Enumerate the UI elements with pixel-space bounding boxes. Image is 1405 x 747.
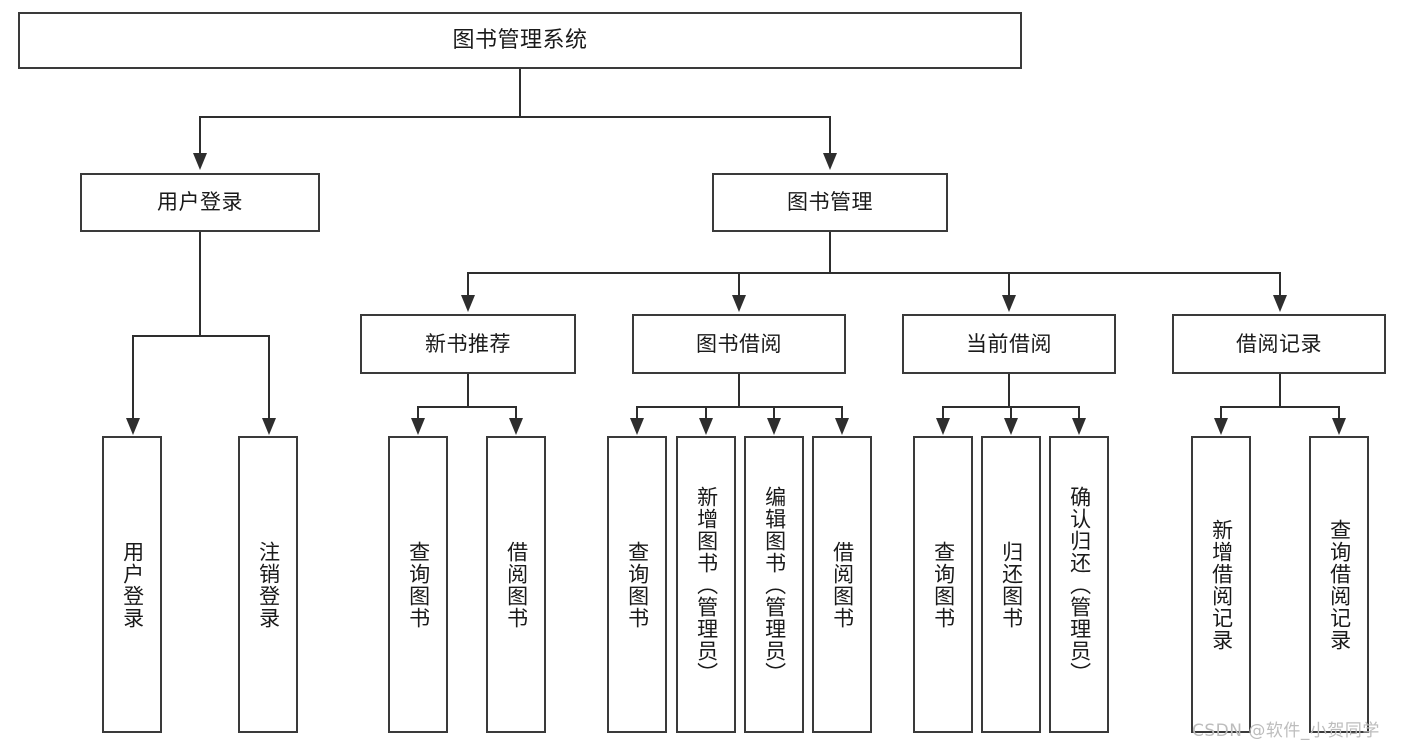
connector-book-manage-stem [829, 232, 831, 273]
connector-book-borrow-1 [636, 406, 638, 419]
node-label: 新书推荐 [425, 331, 511, 356]
connector-borrow-record-left [1220, 406, 1222, 419]
leaf-label: 新增图书（管理员） [694, 485, 719, 684]
arrow-to-new-book [461, 295, 475, 312]
node-label: 当前借阅 [966, 331, 1052, 356]
node-root-system[interactable]: 图书管理系统 [18, 12, 1022, 69]
leaf-label: 编辑图书（管理员） [762, 485, 787, 684]
leaf-new-book-1[interactable]: 查询图书 [388, 436, 448, 733]
arrow-new-book-leaf-2 [509, 418, 523, 435]
leaf-label: 借阅图书 [504, 540, 529, 629]
node-label: 图书借阅 [696, 331, 782, 356]
node-label: 借阅记录 [1236, 331, 1322, 356]
arrow-current-borrow-leaf-2 [1004, 418, 1018, 435]
connector-user-login-right [268, 335, 270, 418]
leaf-label: 用户登录 [120, 540, 145, 629]
connector-to-new-book [467, 272, 469, 296]
node-borrow-record[interactable]: 借阅记录 [1172, 314, 1386, 374]
arrow-book-borrow-leaf-1 [630, 418, 644, 435]
node-label: 用户登录 [157, 190, 243, 215]
connector-to-book-borrow [738, 272, 740, 296]
leaf-book-borrow-4[interactable]: 借阅图书 [812, 436, 872, 733]
connector-book-borrow-bar [636, 406, 843, 408]
leaf-current-borrow-1[interactable]: 查询图书 [913, 436, 973, 733]
node-book-management[interactable]: 图书管理 [712, 173, 948, 232]
leaf-label: 查询借阅记录 [1327, 518, 1352, 651]
connector-borrow-record-right [1338, 406, 1340, 419]
arrow-new-book-leaf-1 [411, 418, 425, 435]
arrow-to-book-borrow [732, 295, 746, 312]
connector-book-borrow-4 [841, 406, 843, 419]
leaf-user-login-1[interactable]: 用户登录 [102, 436, 162, 733]
connector-new-book-left [417, 406, 419, 419]
connector-current-borrow-stem [1008, 374, 1010, 407]
connector-current-borrow-3 [1078, 406, 1080, 419]
node-user-login[interactable]: 用户登录 [80, 173, 320, 232]
connector-user-login-bar [132, 335, 268, 337]
node-current-borrow[interactable]: 当前借阅 [902, 314, 1116, 374]
connector-new-book-right [515, 406, 517, 419]
arrow-to-current-borrow [1002, 295, 1016, 312]
arrow-to-user-login [193, 153, 207, 170]
arrow-borrow-record-leaf-2 [1332, 418, 1346, 435]
arrow-current-borrow-leaf-1 [936, 418, 950, 435]
connector-user-login-stem [199, 232, 201, 336]
leaf-label: 注销登录 [256, 540, 281, 629]
arrow-to-book-manage [823, 153, 837, 170]
arrow-current-borrow-leaf-3 [1072, 418, 1086, 435]
leaf-book-borrow-2[interactable]: 新增图书（管理员） [676, 436, 736, 733]
leaf-current-borrow-3[interactable]: 确认归还（管理员） [1049, 436, 1109, 733]
arrow-book-borrow-leaf-3 [767, 418, 781, 435]
arrow-user-login-leaf-2 [262, 418, 276, 435]
connector-book-borrow-stem [738, 374, 740, 407]
leaf-label: 归还图书 [999, 540, 1024, 629]
leaf-label: 查询图书 [625, 540, 650, 629]
arrow-book-borrow-leaf-2 [699, 418, 713, 435]
leaf-user-login-2[interactable]: 注销登录 [238, 436, 298, 733]
connector-new-book-bar [417, 406, 517, 408]
leaf-label: 查询图书 [931, 540, 956, 629]
connector-new-book-stem [467, 374, 469, 407]
connector-user-login-left [132, 335, 134, 418]
connector-root-bar [199, 116, 831, 118]
connector-borrow-record-stem [1279, 374, 1281, 407]
leaf-borrow-record-2[interactable]: 查询借阅记录 [1309, 436, 1369, 733]
leaf-book-borrow-3[interactable]: 编辑图书（管理员） [744, 436, 804, 733]
connector-borrow-record-bar [1220, 406, 1339, 408]
leaf-book-borrow-1[interactable]: 查询图书 [607, 436, 667, 733]
connector-current-borrow-2 [1010, 406, 1012, 419]
connector-to-borrow-record [1279, 272, 1281, 296]
arrow-to-borrow-record [1273, 295, 1287, 312]
arrow-user-login-leaf-1 [126, 418, 140, 435]
leaf-new-book-2[interactable]: 借阅图书 [486, 436, 546, 733]
leaf-current-borrow-2[interactable]: 归还图书 [981, 436, 1041, 733]
connector-to-current-borrow [1008, 272, 1010, 296]
arrow-borrow-record-leaf-1 [1214, 418, 1228, 435]
node-label: 图书管理 [787, 190, 873, 215]
leaf-label: 新增借阅记录 [1209, 518, 1234, 651]
connector-to-user-login [199, 116, 201, 154]
leaf-label: 查询图书 [406, 540, 431, 629]
leaf-borrow-record-1[interactable]: 新增借阅记录 [1191, 436, 1251, 733]
node-label: 图书管理系统 [452, 27, 588, 53]
connector-current-borrow-1 [942, 406, 944, 419]
leaf-label: 确认归还（管理员） [1067, 485, 1092, 684]
node-new-book-recommend[interactable]: 新书推荐 [360, 314, 576, 374]
connector-book-manage-bar [467, 272, 1279, 274]
connector-book-borrow-3 [773, 406, 775, 419]
node-book-borrow[interactable]: 图书借阅 [632, 314, 846, 374]
leaf-label: 借阅图书 [830, 540, 855, 629]
arrow-book-borrow-leaf-4 [835, 418, 849, 435]
connector-book-borrow-2 [705, 406, 707, 419]
connector-to-book-manage [829, 116, 831, 154]
connector-root-stem [519, 69, 521, 117]
